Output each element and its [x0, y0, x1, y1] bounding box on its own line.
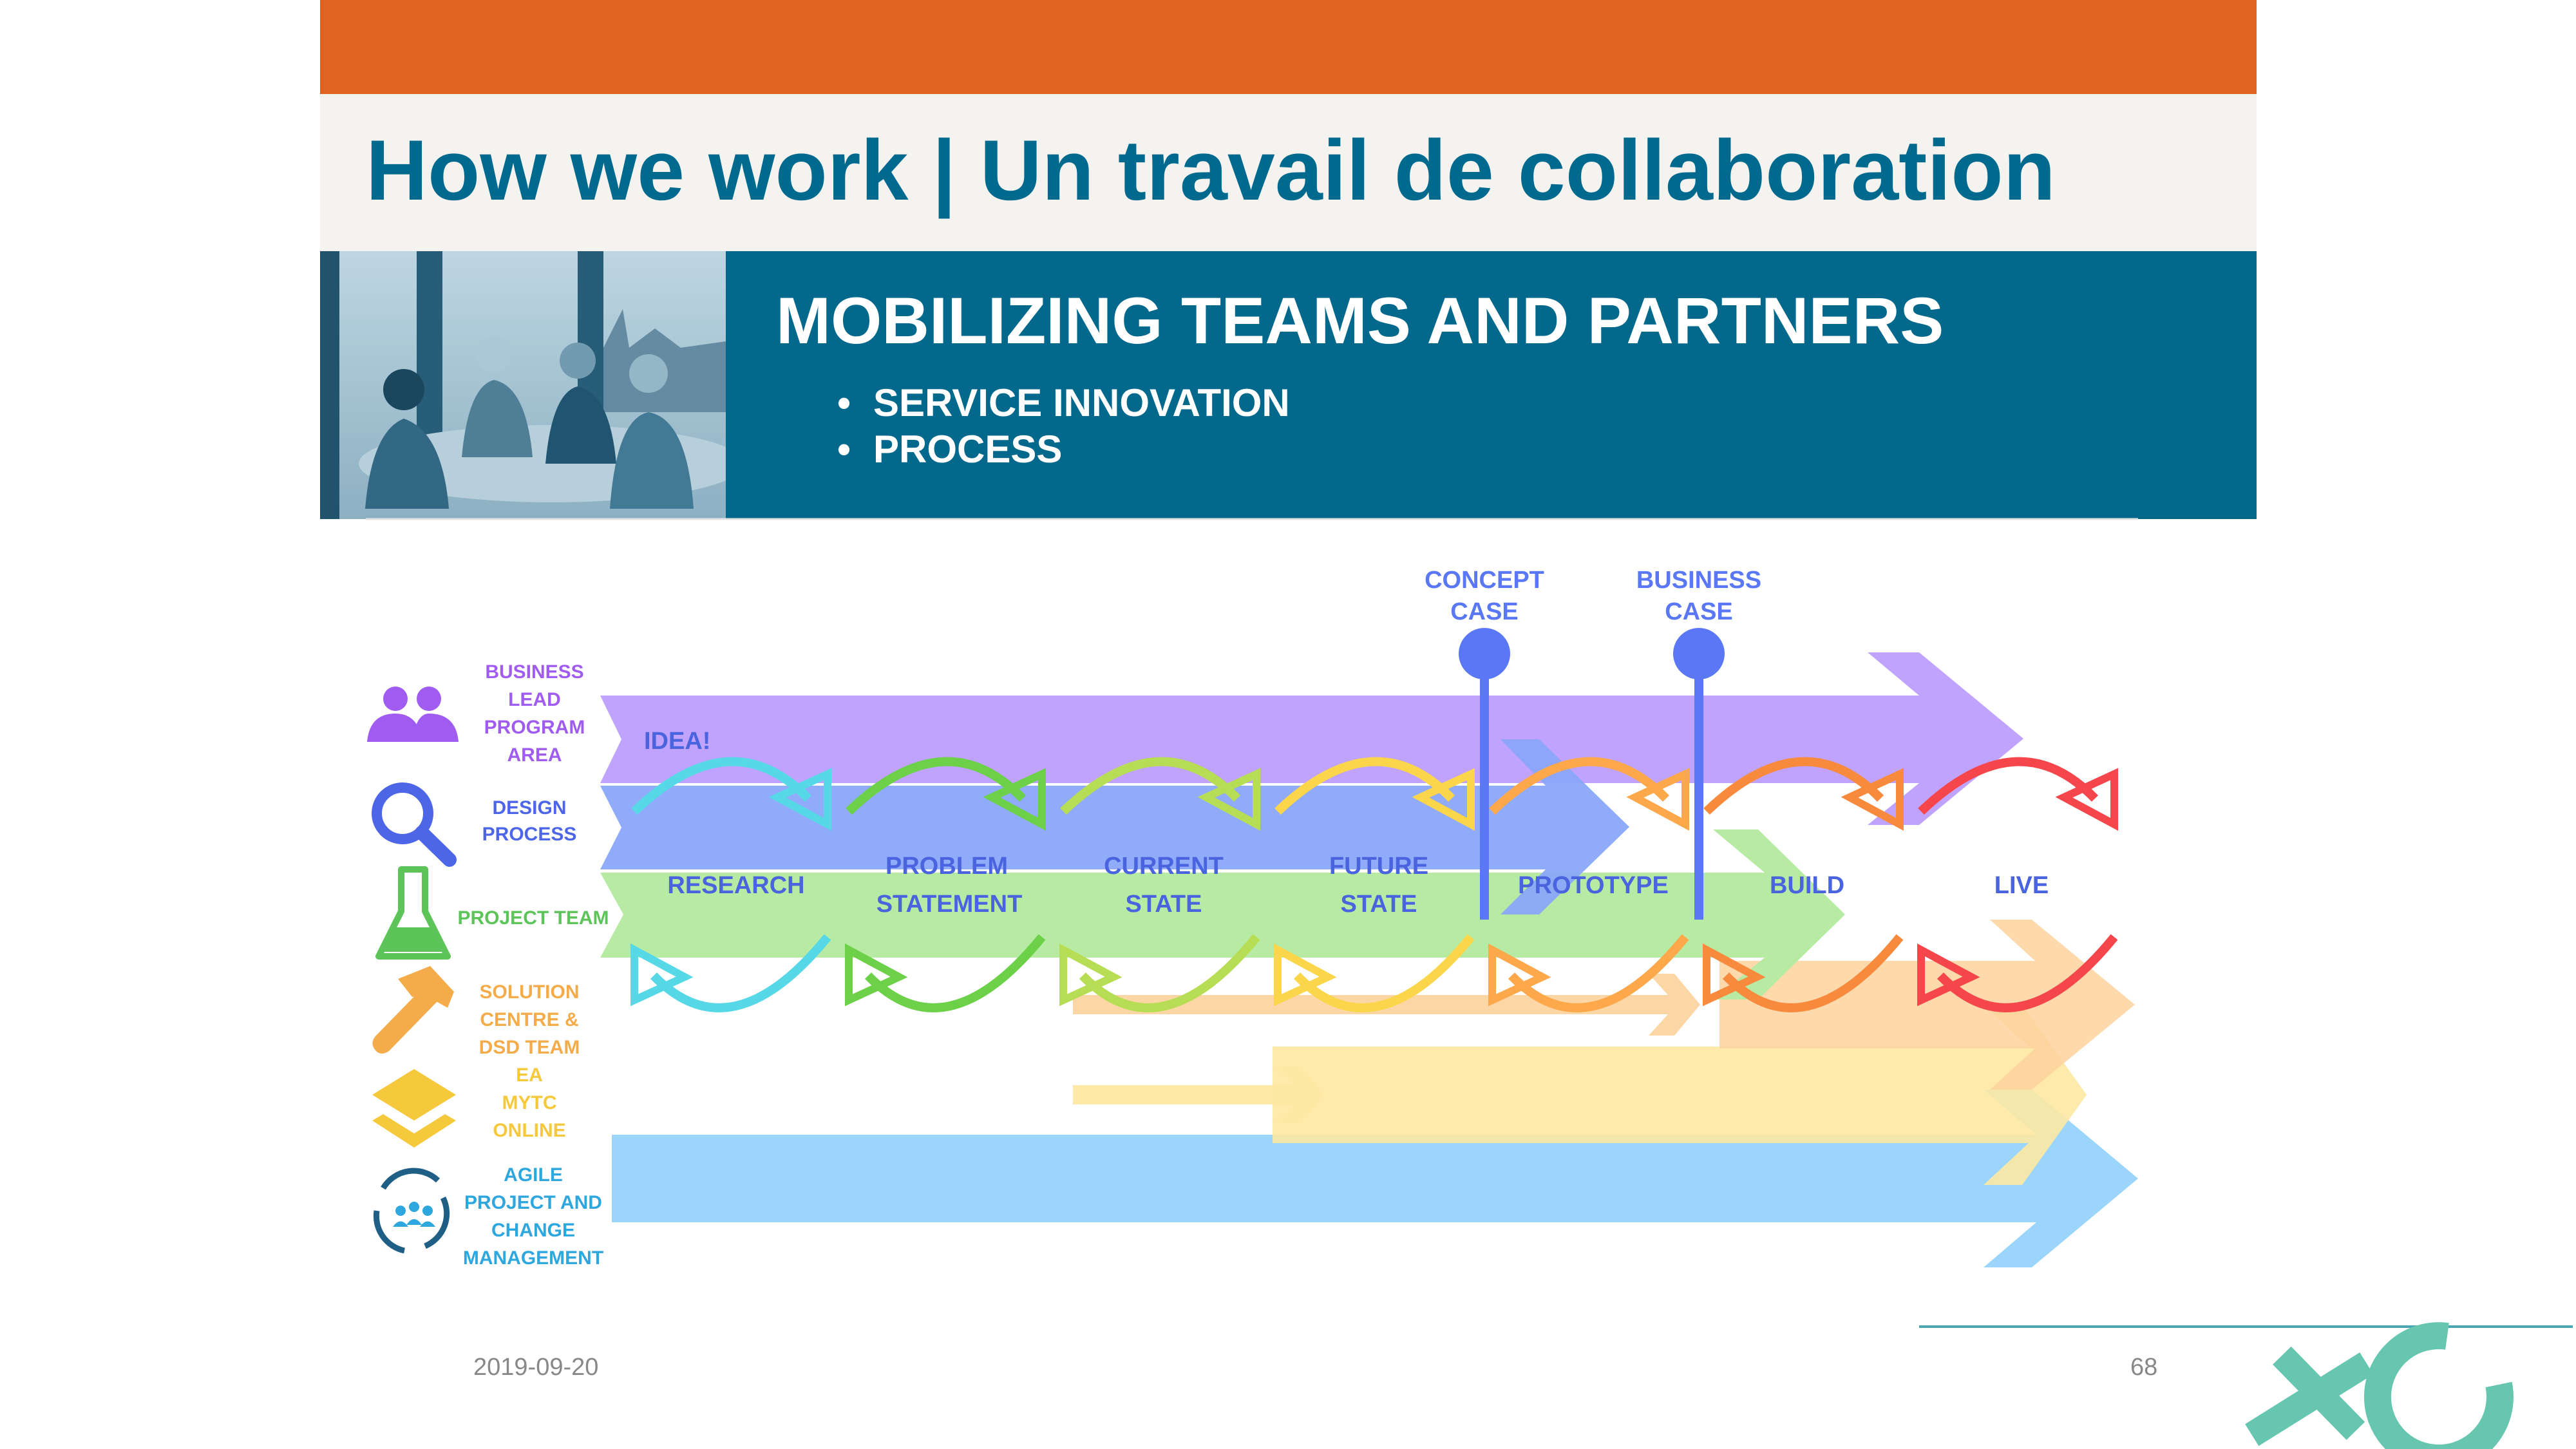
role-label: CENTRE &: [480, 1009, 578, 1030]
stage-current-label: STATE: [1126, 891, 1202, 918]
hammer-icon: [372, 966, 454, 1054]
loop-top-arc: [846, 757, 1027, 815]
loop-bottom-arrowhead: [845, 943, 908, 1007]
stage-problem-label: PROBLEM: [886, 853, 1008, 880]
banner-bullet-list: •SERVICE INNOVATION •PROCESS: [837, 380, 1290, 473]
loop-top-arc: [1060, 757, 1241, 815]
footer-date: 2019-09-20: [473, 1354, 599, 1381]
title-band: [320, 94, 2257, 252]
role-label: SOLUTION: [480, 981, 580, 1003]
role-label: PROJECT TEAM: [457, 907, 609, 929]
banner-bullet: •SERVICE INNOVATION: [837, 381, 1290, 424]
role-label: DSD TEAM: [479, 1037, 580, 1058]
role-label: PROJECT AND: [464, 1192, 602, 1213]
loop-bottom-arc: [1722, 934, 1904, 1012]
business-case-milestone: BUSINESS CASE: [1636, 567, 1761, 920]
loop-bottom-arc: [1079, 934, 1260, 1012]
stage-current-label: CURRENT: [1104, 853, 1224, 880]
loop-bottom-arrowhead: [1917, 943, 1980, 1007]
role-label: PROCESS: [482, 824, 577, 845]
loop-top-arc: [1703, 757, 1884, 815]
role-label: ONLINE: [493, 1120, 565, 1141]
banner-bullet: •PROCESS: [837, 428, 1063, 471]
iteration-loops: [630, 757, 2118, 1012]
concept-case-milestone: CONCEPT CASE: [1425, 567, 1544, 920]
team-photo-image: [320, 251, 726, 519]
loop-top-arrowhead: [1412, 768, 1475, 831]
page-title: How we work | Un travail de collaboratio…: [366, 123, 2056, 218]
role-label: DESIGN: [492, 797, 566, 819]
milestone-pin: [1459, 628, 1510, 679]
role-label: BUSINESS: [485, 661, 583, 683]
agile-cycle-icon: [373, 1168, 450, 1254]
banner-heading: MOBILIZING TEAMS AND PARTNERS: [776, 284, 1944, 357]
top-accent-bar: [320, 0, 2257, 94]
magnifier-icon: [372, 782, 457, 867]
loop-top-arc: [1918, 757, 2099, 815]
team-meeting-photo: [320, 251, 726, 519]
mobilizing-banner: [726, 251, 2257, 519]
loop-top-arrowhead: [1197, 768, 1260, 831]
loop-bottom-arrowhead: [1274, 943, 1337, 1007]
footer-page-number: 68: [2130, 1354, 2158, 1381]
loop-bottom-arrowhead: [630, 943, 694, 1007]
role-label: MANAGEMENT: [463, 1247, 603, 1269]
loop-top-arrowhead: [1841, 768, 1904, 831]
loop-bottom-arc: [864, 934, 1046, 1012]
loop-bottom-arrowhead: [1703, 943, 1766, 1007]
loop-top-arrowhead: [1626, 768, 1689, 831]
role-labels: BUSINESS LEAD PROGRAM AREA DESIGN PROCES…: [457, 661, 609, 1269]
stage-build-label: BUILD: [1770, 872, 1844, 899]
banner-bullet-text: SERVICE INNOVATION: [873, 381, 1290, 424]
loop-bottom-arc: [1293, 934, 1475, 1012]
milestone-label: BUSINESS: [1636, 567, 1761, 594]
stage-future-label: FUTURE: [1329, 853, 1428, 880]
milestone-label: CONCEPT: [1425, 567, 1544, 594]
loop-bottom-arc: [1508, 934, 1689, 1012]
loop-top-arrowhead: [983, 768, 1046, 831]
idea-label: IDEA!: [644, 728, 710, 755]
sky-lane-arrow: [612, 1090, 2138, 1267]
stage-prototype-label: PROTOTYPE: [1518, 872, 1669, 899]
loop-top-arc: [1489, 757, 1670, 815]
yellow-lane-arrow: [1273, 1005, 2087, 1185]
role-label: LEAD: [508, 689, 561, 710]
role-label: CHANGE: [491, 1220, 575, 1241]
loop-bottom-arrowhead: [1488, 943, 1551, 1007]
role-label: PROGRAM: [484, 717, 585, 738]
loop-top-arc: [1274, 757, 1455, 815]
stage-live-label: LIVE: [1994, 872, 2049, 899]
loop-top-arc: [631, 757, 812, 815]
flask-icon: [375, 866, 451, 960]
orange-lane-arrow: [1719, 920, 2135, 1090]
stage-research-label: RESEARCH: [667, 872, 804, 899]
loop-bottom-arrowhead: [1059, 943, 1122, 1007]
loop-top-arrowhead: [2055, 768, 2118, 831]
people-icon: [367, 687, 459, 742]
role-label: EA: [516, 1065, 543, 1086]
loop-bottom-arc: [650, 934, 831, 1012]
stage-future-label: STATE: [1341, 891, 1417, 918]
milestone-pin: [1673, 628, 1725, 679]
layers-icon: [372, 1069, 456, 1148]
stage-problem-label: STATEMENT: [876, 891, 1023, 918]
loop-top-arrowhead: [768, 768, 831, 831]
role-label: AREA: [507, 744, 562, 766]
milestone-label: CASE: [1450, 598, 1519, 625]
yellow-small-arrow: [1073, 1066, 1324, 1123]
banner-bullet-text: PROCESS: [873, 428, 1063, 471]
green-lane-arrow: [600, 829, 1845, 999]
role-label: MYTC: [502, 1092, 557, 1113]
milestone-label: CASE: [1665, 598, 1733, 625]
tc-logo: [2245, 1322, 2514, 1449]
blue-lane-arrow: [600, 739, 1629, 914]
loop-bottom-arc: [1937, 934, 2118, 1012]
role-label: AGILE: [504, 1164, 563, 1186]
